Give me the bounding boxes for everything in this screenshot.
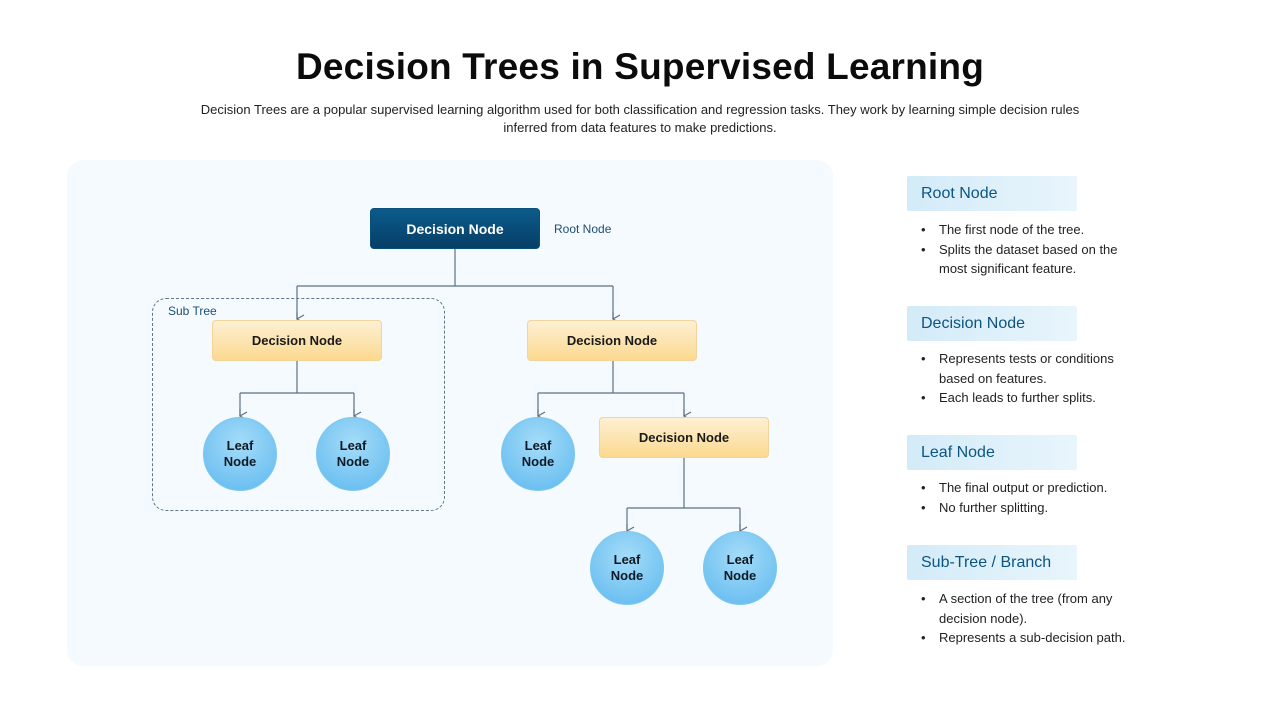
root-node-label: Root Node [554, 222, 612, 236]
leaf-node-label: Leaf Node [336, 438, 370, 469]
definition-bullet: No further splitting. [918, 498, 1148, 518]
definition-heading-leaf-node: Leaf Node [907, 435, 1077, 470]
leaf-node-label: Leaf Node [610, 552, 644, 583]
definition-heading-decision-node: Decision Node [907, 306, 1077, 341]
leaf-node: Leaf Node [703, 531, 777, 605]
definition-list-root-node: The first node of the tree. Splits the d… [918, 220, 1148, 279]
definition-bullet: Each leads to further splits. [918, 388, 1148, 408]
nested-decision-node: Decision Node [599, 417, 769, 458]
definition-list-sub-tree: A section of the tree (from any decision… [918, 589, 1148, 648]
right-decision-node: Decision Node [527, 320, 697, 361]
root-decision-node: Decision Node [370, 208, 540, 249]
subtree-outline [152, 298, 445, 511]
leaf-node: Leaf Node [590, 531, 664, 605]
definition-bullet: Splits the dataset based on the most sig… [918, 240, 1148, 279]
definition-bullet: Represents tests or conditions based on … [918, 349, 1148, 388]
page-subtitle: Decision Trees are a popular supervised … [200, 102, 1080, 135]
leaf-node-label: Leaf Node [723, 552, 757, 583]
definition-heading-root-node: Root Node [907, 176, 1077, 211]
subtree-label: Sub Tree [168, 304, 217, 318]
page-title: Decision Trees in Supervised Learning [295, 46, 984, 87]
definition-heading-sub-tree: Sub-Tree / Branch [907, 545, 1077, 580]
definition-list-leaf-node: The final output or prediction. No furth… [918, 478, 1148, 517]
leaf-node-label: Leaf Node [223, 438, 257, 469]
leaf-node: Leaf Node [203, 417, 277, 491]
leaf-node-label: Leaf Node [521, 438, 555, 469]
definition-list-decision-node: Represents tests or conditions based on … [918, 349, 1148, 408]
left-decision-node: Decision Node [212, 320, 382, 361]
definition-bullet: Represents a sub-decision path. [918, 628, 1148, 648]
leaf-node: Leaf Node [501, 417, 575, 491]
definition-bullet: The first node of the tree. [918, 220, 1148, 240]
definition-bullet: The final output or prediction. [918, 478, 1148, 498]
leaf-node: Leaf Node [316, 417, 390, 491]
definition-bullet: A section of the tree (from any decision… [918, 589, 1148, 628]
